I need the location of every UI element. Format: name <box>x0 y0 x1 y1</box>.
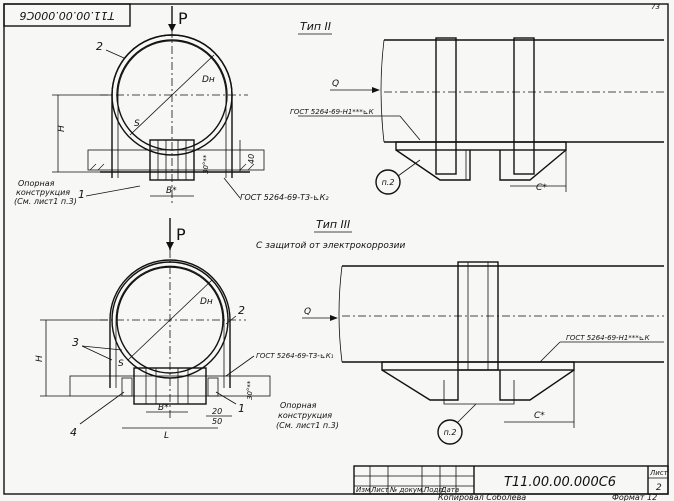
type3-view: Тип III С защитой от электрокоррозии Q Г… <box>256 218 664 445</box>
top-s-label: S <box>134 119 140 129</box>
top-b-label: B* <box>166 186 177 196</box>
page-number: 73 <box>651 3 660 11</box>
type2-weld-label: ГОСТ 5264-69-Н1***⊾К <box>290 108 375 116</box>
stamp-col-2: № докум. <box>389 486 425 494</box>
bottom-s-label: S <box>118 359 124 369</box>
stamp-col-3: Подп. <box>424 486 445 494</box>
bottom-angle-label: 30°** <box>246 380 254 400</box>
stamp-col-0: Изм <box>356 486 371 494</box>
type3-title: Тип III <box>316 218 350 231</box>
doc-code: T11.00.00.000C6 <box>504 475 616 490</box>
bottom-l-label: L <box>164 431 169 441</box>
format-label: Формат 12 <box>612 493 657 501</box>
bottom-part2: 2 <box>238 304 245 317</box>
bottom-part4: 4 <box>70 426 77 439</box>
top-part2: 2 <box>96 40 103 53</box>
bottom-part3: 3 <box>72 336 79 349</box>
stamp-col-1: Лист <box>370 486 390 494</box>
type2-view: Тип II Q ГОСТ 5264-69-Н1***⊾К п.2 С* <box>290 20 664 195</box>
top-h1-label: 40 <box>247 154 256 164</box>
sheet-number: 2 <box>656 483 662 493</box>
signature-line: Копировал Соболева <box>438 493 526 501</box>
top-weld-label: ГОСТ 5264-69-Т3-⊾К₂ <box>240 193 329 202</box>
bottom-left-view: P Dн S H 30°** B* L 20 50 2 <box>35 218 339 441</box>
bottom-h-label: H <box>35 355 45 362</box>
bottom-dia-label: Dн <box>200 297 213 307</box>
bottom-d50: 50 <box>212 417 222 426</box>
type3-note: п.2 <box>444 428 457 437</box>
bottom-load-label: P <box>176 225 186 244</box>
bottom-support-line3: (См. лист1 п.3) <box>276 421 339 430</box>
stamp-col-4: Дата <box>440 486 459 494</box>
bottom-d20: 20 <box>212 407 222 416</box>
bottom-support-line1: Опорная <box>280 401 317 410</box>
top-support-line3: (См. лист1 п.3) <box>14 197 77 206</box>
top-support-line1: Опорная <box>18 179 55 188</box>
bottom-part1: 1 <box>238 402 245 415</box>
top-part1: 1 <box>78 188 85 201</box>
type3-c-label: С* <box>534 411 545 421</box>
top-left-view: P Dн S H 40 30°** <box>14 6 329 206</box>
top-angle-label: 30°** <box>202 154 210 174</box>
top-load-label: P <box>178 9 188 28</box>
type2-note: п.2 <box>382 178 395 187</box>
type3-q-label: Q <box>304 307 311 317</box>
top-h-label: H <box>57 125 67 132</box>
corner-code: T11.00.00.000C6 <box>20 9 115 22</box>
corner-code-box <box>3 3 131 27</box>
sheet-frame <box>3 3 669 495</box>
type2-q-label: Q <box>332 79 339 89</box>
top-support-line2: конструкция <box>16 188 70 197</box>
type3-subtitle: С защитой от электрокоррозии <box>256 241 405 251</box>
type3-weld-label: ГОСТ 5264-69-Н1***⊾К <box>566 334 651 342</box>
top-dia-label: Dн <box>202 75 215 85</box>
type2-c-label: С* <box>536 183 547 193</box>
title-block: Изм Лист № докум. Подп. Дата T11.00.00.0… <box>353 465 669 501</box>
sheet-label: Лист <box>649 469 669 477</box>
type2-title: Тип II <box>300 20 331 33</box>
bottom-support-line2: конструкция <box>278 411 332 420</box>
bottom-weld-label: ГОСТ 5264-69-Т3-⊾К₁ <box>256 352 334 360</box>
bottom-b-label: B* <box>158 403 169 413</box>
